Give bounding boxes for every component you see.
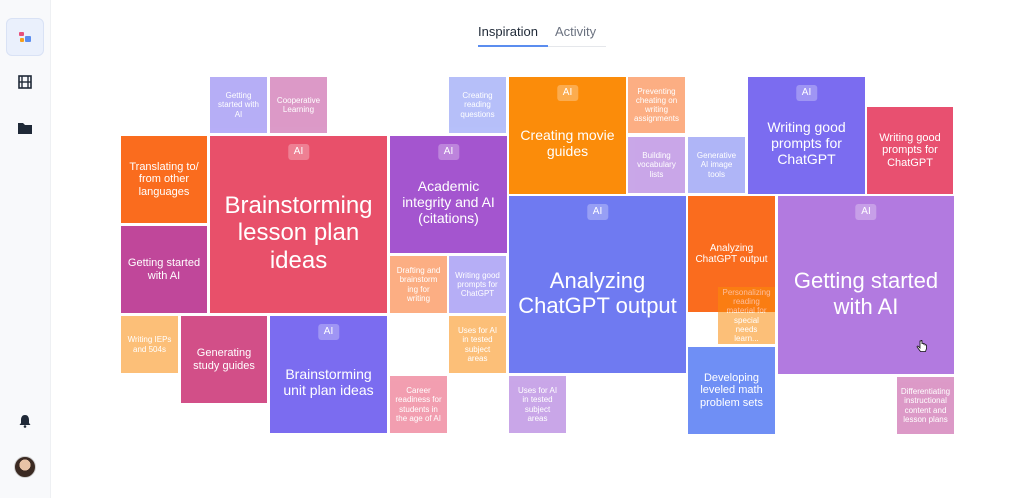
ai-badge: AI: [855, 204, 877, 220]
tile-label: Preventing cheating on writing assignmen…: [634, 86, 679, 124]
tile-label: Generative AI image tools: [696, 151, 737, 179]
tile-label: Writing good prompts for ChatGPT: [767, 118, 846, 168]
tile-label: Creating movie guides: [520, 126, 615, 159]
ai-badge: AI: [795, 85, 818, 101]
tile-label: Differentiating instructional content an…: [900, 387, 951, 424]
home-button[interactable]: [6, 18, 44, 56]
topic-tile[interactable]: Writing good prompts for ChatGPT: [867, 107, 953, 194]
topic-tile[interactable]: Uses for AI in tested subject areas: [449, 316, 506, 373]
sidebar: [0, 0, 51, 498]
folder-icon: [18, 123, 32, 134]
ai-badge: AI: [287, 144, 310, 160]
tile-label: Getting started with AI: [793, 268, 939, 319]
topic-tile[interactable]: AI Academic integrity and AI (citations): [390, 136, 507, 253]
tile-label: Building vocabulary lists: [637, 151, 676, 179]
tile-label: Personalizing reading material for speci…: [722, 287, 771, 343]
topic-tile[interactable]: Generating study guides: [181, 316, 267, 403]
tile-label: Writing good prompts for ChatGPT: [455, 270, 500, 299]
topic-tile[interactable]: AI Creating movie guides: [509, 77, 626, 194]
folder-button[interactable]: [6, 109, 44, 147]
tab-bar: Inspiration Activity: [468, 18, 608, 48]
tile-label: Writing good prompts for ChatGPT: [879, 131, 941, 169]
notifications-button[interactable]: [6, 402, 44, 440]
topic-tile[interactable]: Getting started with AI: [210, 77, 267, 133]
tile-label: Getting started with AI: [218, 91, 259, 119]
hand-cursor-icon: [916, 340, 927, 352]
tile-label: Academic integrity and AI (citations): [402, 177, 495, 227]
tile-label: Creating reading questions: [460, 91, 495, 119]
tile-label: Developing leveled math problem sets: [700, 371, 763, 409]
avatar[interactable]: [14, 456, 36, 478]
tab-activity[interactable]: Activity: [555, 24, 597, 39]
tile-label: Analyzing ChatGPT output: [518, 267, 677, 318]
topic-tile[interactable]: Writing good prompts for ChatGPT: [449, 256, 506, 313]
topic-tile[interactable]: Translating to/ from other languages: [121, 136, 207, 223]
topic-tile[interactable]: Writing IEPs and 504s: [121, 316, 178, 373]
tab-inspiration[interactable]: Inspiration: [478, 24, 538, 39]
topic-tile[interactable]: AI Writing good prompts for ChatGPT: [748, 77, 865, 194]
tile-label: Analyzing ChatGPT output: [695, 242, 768, 266]
tile-label: Cooperative Learning: [276, 95, 321, 114]
tile-label: Uses for AI in tested subject areas: [517, 386, 558, 423]
tile-label: Brainstorming unit plan ideas: [283, 365, 374, 398]
tile-label: Writing IEPs and 504s: [127, 335, 172, 354]
topic-tile[interactable]: Developing leveled math problem sets: [688, 347, 775, 434]
topic-tile[interactable]: Differentiating instructional content an…: [897, 377, 954, 434]
topic-tile[interactable]: Getting started with AI: [121, 226, 207, 313]
tile-label: Uses for AI in tested subject areas: [457, 326, 498, 363]
topic-tile[interactable]: Drafting and brainstorm ing for writing: [390, 256, 447, 313]
topic-tile[interactable]: Preventing cheating on writing assignmen…: [628, 77, 685, 133]
topic-tile[interactable]: Generative AI image tools: [688, 137, 745, 193]
film-icon: [18, 75, 32, 89]
apps-icon: [19, 32, 31, 42]
tab-active-indicator: [478, 45, 548, 47]
tile-label: Translating to/ from other languages: [129, 160, 199, 198]
bell-icon: [19, 415, 31, 428]
topic-tile[interactable]: Career readiness for students in the age…: [390, 376, 447, 433]
topic-tile[interactable]: AI Brainstorming lesson plan ideas: [210, 136, 387, 313]
ai-badge: AI: [437, 144, 460, 160]
ai-badge: AI: [317, 324, 340, 340]
topic-tile[interactable]: Creating reading questions: [449, 77, 506, 133]
tile-label: Generating study guides: [193, 346, 255, 372]
topic-tile[interactable]: AI Analyzing ChatGPT output: [509, 196, 686, 373]
ai-badge: AI: [586, 204, 609, 220]
film-button[interactable]: [6, 63, 44, 101]
topic-tile[interactable]: Building vocabulary lists: [628, 137, 685, 193]
topic-tile[interactable]: Personalizing reading material for speci…: [718, 287, 775, 344]
topic-tile[interactable]: AI Brainstorming unit plan ideas: [270, 316, 387, 433]
tile-label: Getting started with AI: [127, 256, 201, 282]
topic-tile[interactable]: Uses for AI in tested subject areas: [509, 376, 566, 433]
tile-label: Brainstorming lesson plan ideas: [224, 191, 373, 274]
tile-label: Drafting and brainstorm ing for writing: [396, 266, 441, 303]
ai-badge: AI: [556, 85, 579, 101]
topic-tile[interactable]: Cooperative Learning: [270, 77, 327, 133]
tile-label: Career readiness for students in the age…: [395, 386, 442, 423]
